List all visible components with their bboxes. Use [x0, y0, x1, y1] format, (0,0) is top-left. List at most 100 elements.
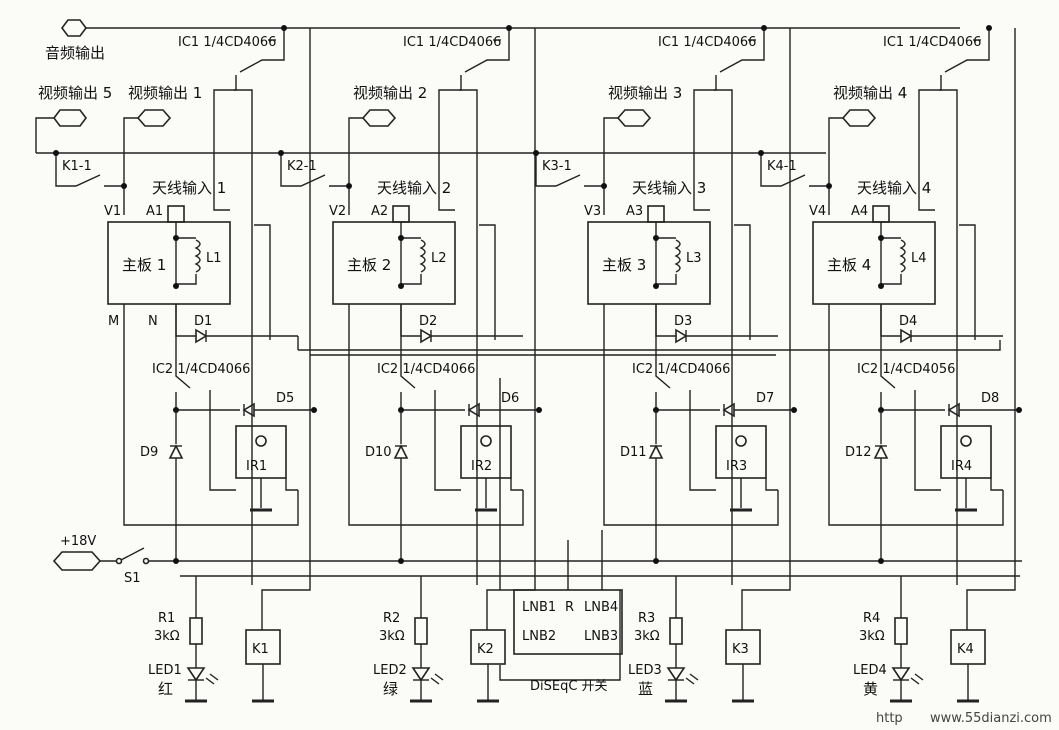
diseqc-switch: LNB1 R LNB4 LNB2 LNB3 DiSEqC 开关: [513, 589, 623, 694]
diseqc-r: R: [565, 600, 574, 615]
junction-dot: [653, 558, 659, 564]
ir-sensor-icon: [255, 435, 267, 447]
video-out5-label: 视频输出 5: [38, 84, 112, 102]
diode-side-label: D9: [140, 445, 158, 460]
junction-dot: [826, 183, 832, 189]
power-connector-icon: [52, 551, 102, 571]
diode-top-label: D2: [419, 314, 437, 329]
diode-top-label: D4: [899, 314, 917, 329]
junction-dot: [173, 283, 179, 289]
junction-dot: [761, 25, 767, 31]
diseqc-box: [513, 589, 623, 655]
video-connector-icon: [136, 109, 172, 127]
diode-side-label: D11: [620, 445, 647, 460]
junction-dot: [121, 183, 127, 189]
relay-label: K1: [252, 642, 269, 657]
coil-icon: [899, 239, 906, 273]
led-icon: [666, 667, 686, 682]
diode-mid-label: D6: [501, 391, 519, 406]
diode-top-label: D1: [194, 314, 212, 329]
diode-mid-label: D5: [276, 391, 294, 406]
a-label: A2: [371, 204, 388, 219]
diode-icon: [648, 444, 664, 459]
ir-sensor-icon: [480, 435, 492, 447]
switch-contact-icon: [142, 557, 150, 565]
junction-dot: [601, 183, 607, 189]
antenna-socket-icon: [872, 205, 890, 223]
antenna-socket-icon: [647, 205, 665, 223]
diode-mid-label: D7: [756, 391, 774, 406]
junction-dot: [346, 183, 352, 189]
ic1-label: IC1 1/4CD4066: [178, 35, 276, 50]
resistor-label: R4: [863, 611, 880, 626]
junction-dot: [653, 235, 659, 241]
junction-dot: [281, 25, 287, 31]
led-label: LED1: [148, 663, 182, 678]
coil-label: L3: [686, 251, 702, 266]
video-connector-icon: [361, 109, 397, 127]
m-label: M: [108, 314, 119, 329]
resistor-label: R1: [158, 611, 175, 626]
watermark-prefix: http: [876, 711, 903, 726]
watermark: www.55dianzi.com: [930, 711, 1052, 726]
wiring: [35, 27, 1022, 681]
v-label: V3: [584, 204, 601, 219]
junction-dot: [278, 150, 284, 156]
resistor-icon: [189, 617, 203, 645]
audio-out-label: 音频输出: [45, 44, 105, 62]
v-label: V4: [809, 204, 826, 219]
ir-label: IR3: [726, 459, 747, 474]
junction-dot: [53, 150, 59, 156]
ir-sensor-icon: [960, 435, 972, 447]
coil-icon: [674, 239, 681, 273]
junction-dot: [506, 25, 512, 31]
diseqc-title: DiSEqC 开关: [530, 679, 608, 694]
v-label: V2: [329, 204, 346, 219]
relay-contact-label: K2-1: [287, 159, 317, 174]
diode-side-label: D12: [845, 445, 872, 460]
ir-label: IR2: [471, 459, 492, 474]
video-out-label: 视频输出 3: [608, 84, 682, 102]
antenna-label: 天线输入 3: [632, 179, 706, 197]
coil-label: L1: [206, 251, 222, 266]
video-connector-icon: [616, 109, 652, 127]
ir-label: IR1: [246, 459, 267, 474]
diode-side-label: D10: [365, 445, 392, 460]
switch-label: S1: [124, 571, 141, 586]
video-connector-icon: [841, 109, 877, 127]
v-label: V1: [104, 204, 121, 219]
coil-icon: [419, 239, 426, 273]
junction-dot: [878, 283, 884, 289]
ic1-label: IC1 1/4CD4066: [658, 35, 756, 50]
resistor-label: R3: [638, 611, 655, 626]
junction-dot: [536, 407, 542, 413]
led-color-label: 红: [158, 680, 173, 698]
junction-dot: [311, 407, 317, 413]
diode-icon: [420, 328, 433, 344]
relay-label: K4: [957, 642, 974, 657]
diode-icon: [195, 328, 208, 344]
junction-dot: [533, 150, 539, 156]
main-board-box: [587, 221, 711, 305]
main-board-label: 主板 1: [122, 256, 166, 274]
main-board-box: [332, 221, 456, 305]
junction-dot: [878, 235, 884, 241]
ic2-label: IC2 1/4CD4066: [377, 362, 475, 377]
junction-dot: [173, 558, 179, 564]
diseqc-lnb3: LNB3: [584, 629, 618, 644]
video-out-label: 视频输出 4: [833, 84, 907, 102]
main-board-box: [812, 221, 936, 305]
a-label: A4: [851, 204, 868, 219]
junction-dot: [878, 558, 884, 564]
switch-contact-icon: [115, 557, 123, 565]
video5-connector-icon: [53, 109, 87, 127]
main-board-box: [107, 221, 231, 305]
diode-icon: [900, 328, 913, 344]
diode-mid-label: D8: [981, 391, 999, 406]
